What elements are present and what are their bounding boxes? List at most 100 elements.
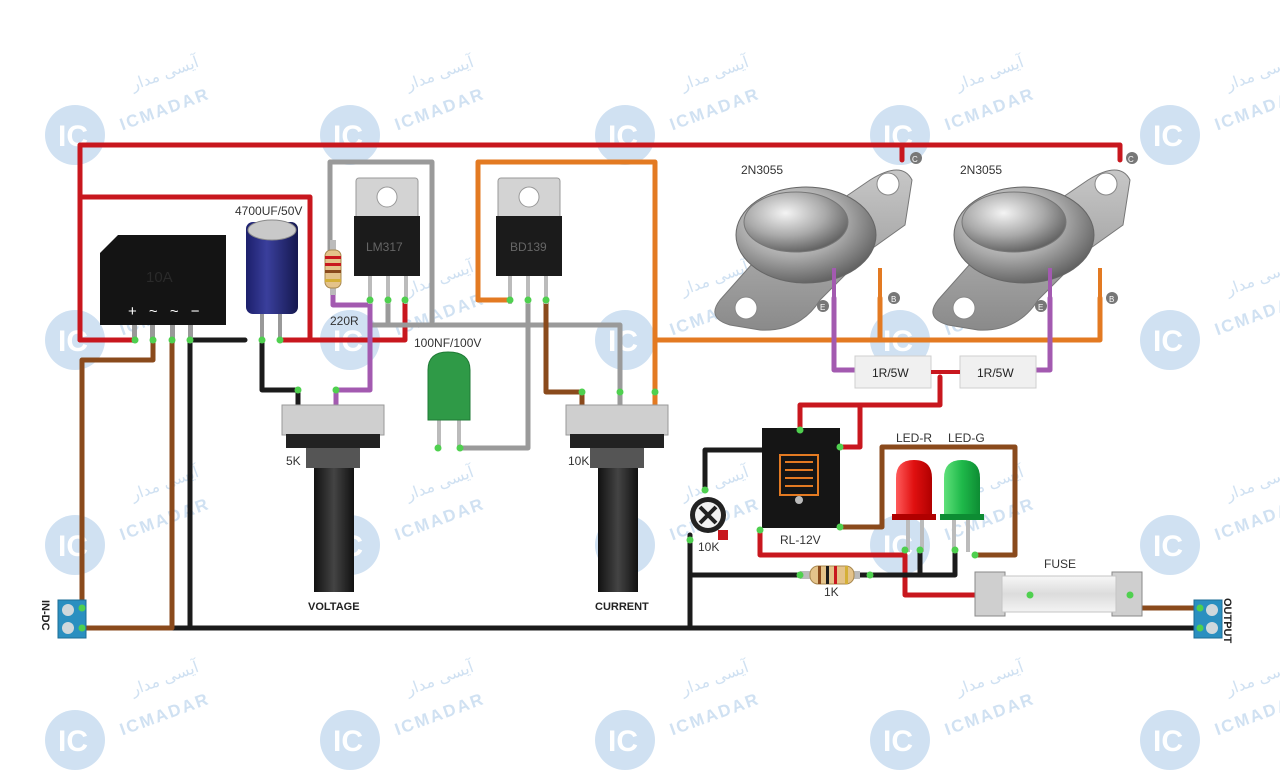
capacitor-main-label: 4700UF/50V: [235, 204, 302, 218]
solder-joint: [756, 526, 764, 534]
solder-joint: [78, 624, 86, 632]
watermark-latin: ICMADAR: [1212, 84, 1280, 134]
pot-current[interactable]: 10K CURRENT: [565, 404, 669, 613]
pot-voltage-name: VOLTAGE: [308, 601, 360, 613]
solder-joint: [186, 336, 194, 344]
watermark-badge-text: IC: [883, 120, 913, 153]
watermark-badge-text: IC: [1153, 325, 1183, 358]
wire-orange-bases: [652, 295, 1103, 343]
led-red: LED-R: [892, 431, 936, 552]
watermark-latin: ICMADAR: [667, 84, 762, 134]
watermark-badge-icon: [1140, 710, 1200, 770]
watermark-latin: ICMADAR: [667, 689, 762, 739]
solder-joint: [149, 336, 157, 344]
wire-purple-emitter2: [1032, 295, 1053, 373]
relay-label: RL-12V: [780, 533, 821, 547]
watermark-badge-icon: [870, 105, 930, 165]
wire-red-relay-bottom: [757, 527, 1033, 598]
resistor-1r-a: 1R/5W: [854, 355, 932, 389]
solder-joint: [951, 546, 959, 554]
regulator-label: LM317: [366, 240, 403, 254]
watermark-badge-icon: [870, 515, 930, 575]
wire-black-trimmer-top: [702, 447, 765, 493]
solder-joint: [1196, 604, 1204, 612]
output-label: OUTPUT: [1221, 598, 1233, 644]
solder-joint: [131, 336, 139, 344]
led-green-label: LED-G: [948, 431, 985, 445]
solder-joint: [78, 604, 86, 612]
solder-joint: [434, 444, 442, 452]
fuse-label: FUSE: [1044, 557, 1076, 571]
resistor-1r-b: 1R/5W: [959, 355, 1037, 389]
watermark-badge-icon: [1140, 310, 1200, 370]
solder-joint: [384, 296, 392, 304]
watermark-badge-icon: [45, 515, 105, 575]
trimmer-10k[interactable]: 10K: [690, 497, 728, 554]
watermark-badge-icon: [45, 710, 105, 770]
solder-joint: [168, 336, 176, 344]
wire-brown-in: [79, 337, 156, 611]
terminal-input: IN-DC: [39, 599, 87, 639]
watermark-badge-icon: [320, 105, 380, 165]
pot-voltage[interactable]: 5K VOLTAGE: [281, 404, 385, 613]
capacitor-100nf: 100NF/100V: [414, 336, 481, 448]
solder-joint: [332, 386, 340, 394]
solder-joint: [686, 536, 694, 544]
pot-voltage-value: 5K: [286, 454, 301, 468]
solder-joint: [796, 426, 804, 434]
wire-orange-bd139: [475, 159, 658, 408]
res-1r-b-label: 1R/5W: [977, 366, 1014, 380]
solder-joint: [836, 443, 844, 451]
solder-joint: [901, 546, 909, 554]
regulator-lm317: LM317: [354, 177, 420, 304]
solder-joint: [836, 523, 844, 531]
watermark-latin: ICMADAR: [942, 84, 1037, 134]
watermark-badge-text: IC: [608, 120, 638, 153]
watermark-badge-text: IC: [1153, 120, 1183, 153]
solder-joint: [701, 486, 709, 494]
wire-brown-bd139: [543, 297, 585, 408]
watermark-badge-text: IC: [608, 725, 638, 758]
watermark-latin: ICMADAR: [117, 84, 212, 134]
watermark-badge-icon: [1140, 105, 1200, 165]
solder-joint: [542, 296, 550, 304]
transistor-bd139: BD139: [496, 177, 562, 304]
watermark-badge-icon: [320, 710, 380, 770]
fuse: FUSE: [974, 557, 1143, 617]
watermark-badge-text: IC: [608, 325, 638, 358]
transistor-1-pin-e: E: [820, 303, 825, 312]
solder-joint: [866, 571, 874, 579]
wire-black-led2: [917, 547, 958, 578]
transistor-1-label: 2N3055: [741, 163, 783, 177]
watermark-badge-text: IC: [1153, 530, 1183, 563]
res-1r-a-label: 1R/5W: [872, 366, 909, 380]
bridge-label: 10A: [146, 269, 173, 286]
watermark-badge-icon: [1140, 515, 1200, 575]
watermark-persian: آیسی مدار: [1222, 462, 1280, 506]
wire-purple-emitter1: [831, 295, 858, 373]
input-label: IN-DC: [39, 600, 51, 631]
led-red-label: LED-R: [896, 431, 932, 445]
wire-black-cap: [259, 337, 301, 408]
solder-joint: [401, 296, 409, 304]
pot-current-value: 10K: [568, 454, 589, 468]
watermark-latin: ICMADAR: [392, 689, 487, 739]
wire-red-relay-emitters: [857, 374, 943, 408]
wire-brown-in2: [79, 337, 175, 631]
solder-joint: [524, 296, 532, 304]
pot-current-name: CURRENT: [595, 601, 649, 613]
resistor-1k: 1K: [800, 565, 860, 599]
watermark-persian: آیسی مدار: [1222, 657, 1280, 701]
solder-joint: [456, 444, 464, 452]
watermark-persian: آیسی مدار: [1222, 257, 1280, 301]
